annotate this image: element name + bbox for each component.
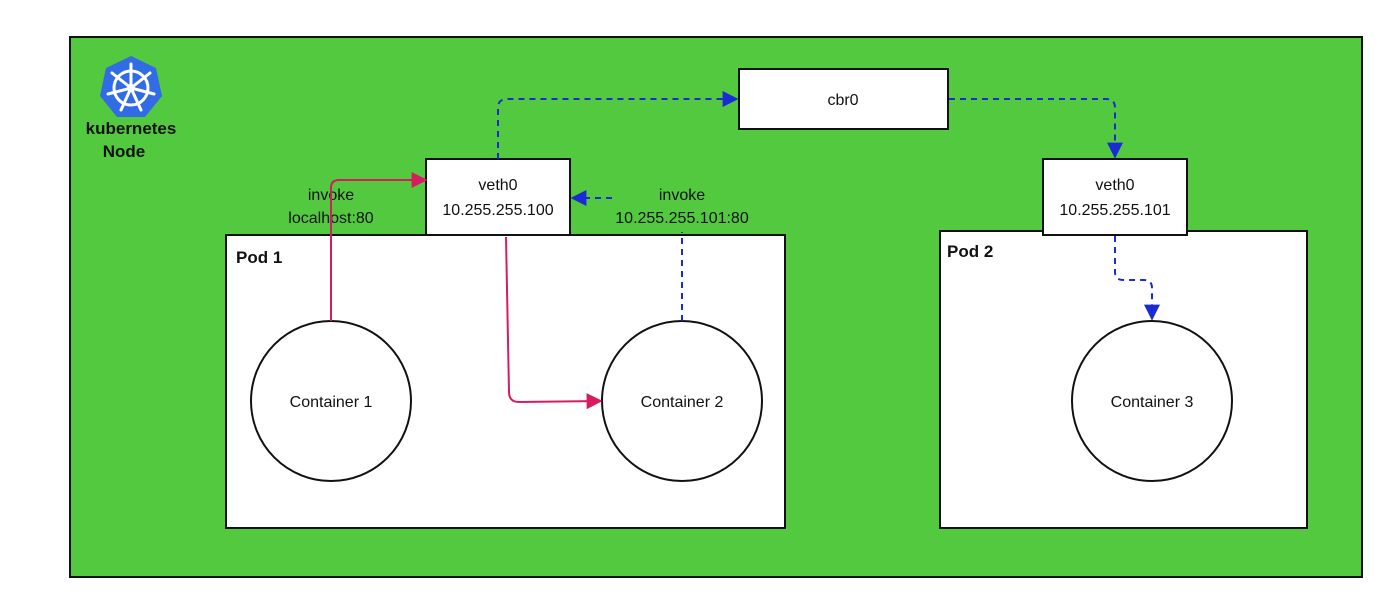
pod-2-label: Pod 2	[947, 242, 993, 261]
veth-to-container-3-arrow	[1114, 236, 1160, 321]
veth0-pod-2-box	[1042, 158, 1188, 236]
container-3-circle	[1071, 320, 1233, 482]
kubernetes-logo-text: kubernetes	[86, 119, 177, 138]
cbr0-to-veth-arrow	[949, 98, 1123, 159]
localhost-forward-arrow	[505, 236, 603, 410]
veth0-pod-1-ip: 10.255.255.100	[442, 202, 553, 219]
veth0-pod-2-ip: 10.255.255.101	[1059, 202, 1170, 219]
container-2-label: Container 2	[641, 394, 724, 411]
veth0-pod-1-name: veth0	[478, 177, 517, 194]
node-label: Node	[103, 142, 146, 161]
veth-to-cbr0-arrow	[497, 91, 739, 159]
pod-1-label: Pod 1	[236, 248, 282, 267]
localhost-request-arrow	[330, 172, 428, 321]
container-1-label: Container 1	[290, 394, 373, 411]
container-3-label: Container 3	[1111, 394, 1194, 411]
invoke-remote-line2: 10.255.255.101:80	[615, 210, 749, 227]
cbr0-label: cbr0	[827, 92, 858, 109]
veth0-pod-1-box	[425, 158, 571, 236]
invoke-remote-line1: invoke	[659, 187, 705, 204]
kubernetes-logo-icon	[100, 56, 162, 117]
cbr0-bridge-box	[738, 68, 949, 130]
veth0-pod-2-name: veth0	[1095, 177, 1134, 194]
